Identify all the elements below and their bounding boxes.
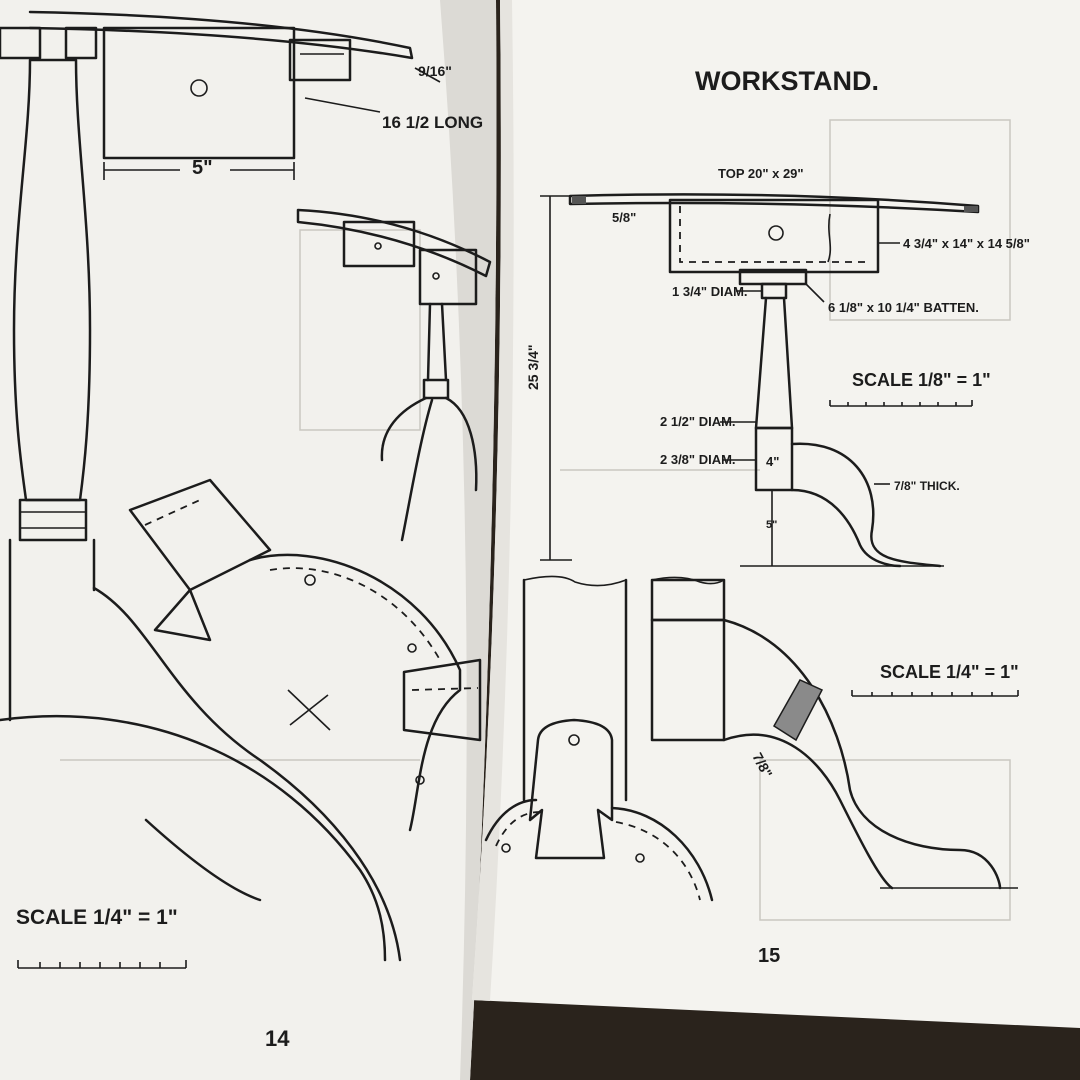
foot-clearance-dim: 5" [766,519,777,531]
leg-thickness: 7/8" THICK. [894,479,960,493]
dim-width: 5" [192,157,213,179]
right-page: WORKSTAND. TOP 20" x 29" 5/8" 4 3/4" x 1… [472,0,1080,1028]
height-dim: 25 3/4" [525,344,541,390]
diam-lower: 2 3/8" DIAM. [660,452,736,467]
left-page: 5" 16 1/2 LONG 9/16" SCALE 1/4" = 1" 14 [0,0,497,1080]
pillar-top-diam: 1 3/4" DIAM. [672,284,748,299]
dim-length: 16 1/2 LONG [382,113,483,132]
top-thickness: 5/8" [612,210,636,225]
right-page-number: 15 [758,945,780,967]
scale-upper-label: SCALE 1/8" = 1" [852,370,991,390]
foot-block-dim: 4" [766,454,779,469]
top-label: TOP 20" x 29" [718,166,804,181]
drawer-dims: 4 3/4" x 14" x 14 5/8" [903,236,1030,251]
title: WORKSTAND. [695,66,879,96]
scale-lower-label: SCALE 1/4" = 1" [880,662,1019,682]
left-page-number: 14 [265,1026,290,1051]
left-scale-label: SCALE 1/4" = 1" [16,906,178,929]
batten-dims: 6 1/8" x 10 1/4" BATTEN. [828,300,979,315]
diam-upper: 2 1/2" DIAM. [660,414,736,429]
dim-thickness: 9/16" [418,63,452,79]
